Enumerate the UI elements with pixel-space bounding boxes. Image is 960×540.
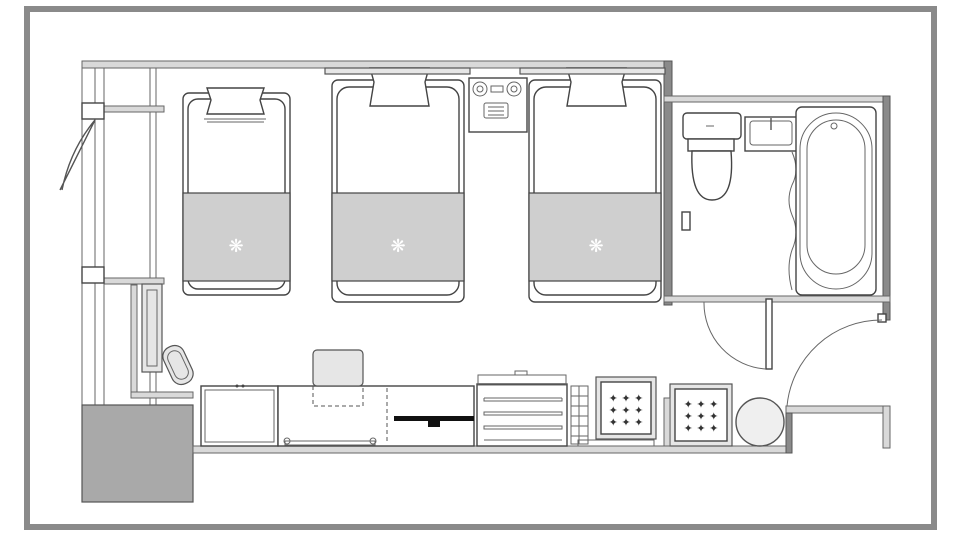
- headboard-strip: [519, 67, 666, 75]
- entry-wall-right: [882, 405, 891, 449]
- toilet-icon[interactable]: [681, 112, 742, 231]
- pillow-icon: [206, 87, 265, 115]
- bathroom: [681, 106, 877, 296]
- bath-left-wall: [663, 60, 673, 306]
- armchair-1[interactable]: ✦ ✦ ✦ ✦ ✦ ✦ ✦ ✦ ✦: [595, 376, 657, 440]
- bath-right-wall: [882, 95, 891, 321]
- nightstand[interactable]: [468, 77, 528, 133]
- top-wall: [81, 60, 673, 69]
- armchair-2[interactable]: ✦ ✦ ✦ ✦ ✦ ✦ ✦ ✦ ✦: [669, 383, 733, 447]
- tv-icon[interactable]: [394, 416, 474, 427]
- bath-top-wall: [663, 95, 891, 103]
- entrance-door[interactable]: [786, 313, 887, 407]
- entry-wall-post: [785, 412, 793, 454]
- entry-wall: [785, 405, 891, 414]
- door-icon: [765, 298, 773, 370]
- shower-curtain: [788, 151, 797, 291]
- bed-emblem-icon: ❋: [390, 236, 405, 257]
- bed-3[interactable]: ❋: [528, 67, 662, 303]
- hair-dryer[interactable]: [160, 342, 197, 388]
- bathroom-door[interactable]: [703, 298, 773, 370]
- bedspread: [182, 192, 291, 282]
- bottom-wall: [192, 445, 792, 454]
- luggage-rack-icon: [141, 283, 163, 373]
- phone-icon: [483, 102, 509, 119]
- bath-bottom-wall: [663, 295, 891, 303]
- nightstand-icon: [468, 77, 528, 133]
- window-icon: [59, 119, 96, 191]
- closet-floor: [81, 404, 194, 503]
- hair-dryer-icon: [162, 344, 194, 386]
- window-hinge-bottom: [81, 266, 105, 284]
- partition: [663, 397, 671, 447]
- bed-emblem-icon: ❋: [228, 236, 243, 257]
- closet-side-wall: [130, 284, 138, 398]
- bed-1[interactable]: ❋: [182, 87, 291, 296]
- desk-unit: [200, 349, 655, 447]
- door-icon: [786, 319, 883, 407]
- bedspread: [528, 192, 662, 282]
- luggage-rack[interactable]: [141, 283, 163, 373]
- chair-icon[interactable]: [312, 349, 364, 387]
- svg-text:✦ ✦ ✦: ✦ ✦ ✦: [609, 416, 644, 429]
- bedspread: [331, 192, 465, 282]
- closet-top-wall: [130, 391, 194, 399]
- window-hinge-top: [81, 102, 105, 120]
- door-hinge: [877, 313, 887, 323]
- shoe-rack[interactable]: [570, 385, 589, 445]
- svg-text:✦ ✦ ✦: ✦ ✦ ✦: [609, 392, 644, 405]
- fridge-icon[interactable]: [200, 385, 279, 447]
- window-sill-top: [103, 105, 165, 113]
- plan-frame: [24, 6, 937, 530]
- svg-text:✦ ✦ ✦: ✦ ✦ ✦: [684, 410, 719, 423]
- bed-2[interactable]: ❋: [331, 67, 465, 303]
- headboard-strip: [324, 67, 471, 75]
- window-sill-bottom: [103, 277, 165, 285]
- svg-text:✦ ✦ ✦: ✦ ✦ ✦: [609, 404, 644, 417]
- sink-icon[interactable]: [744, 116, 798, 152]
- svg-text:✦ ✦ ✦: ✦ ✦ ✦: [684, 398, 719, 411]
- round-table-icon[interactable]: [735, 397, 785, 447]
- svg-text:✦ ✦ ✦: ✦ ✦ ✦: [684, 422, 719, 435]
- bed-emblem-icon: ❋: [588, 236, 603, 257]
- bathtub-icon[interactable]: [795, 106, 877, 296]
